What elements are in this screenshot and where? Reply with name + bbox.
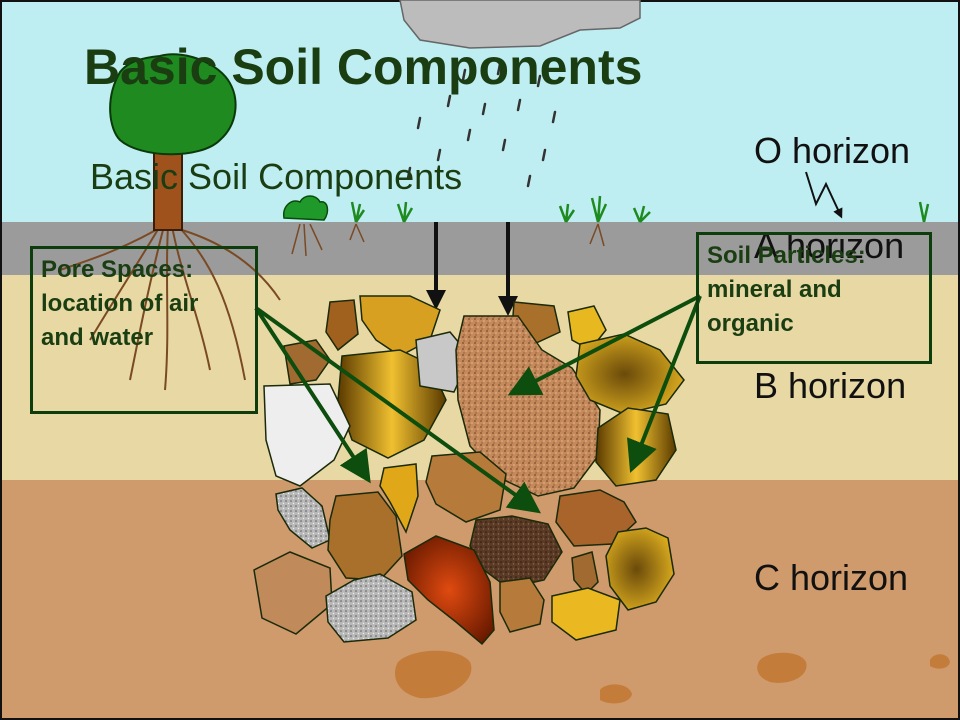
cloud-icon — [399, 0, 641, 49]
tree-icon — [109, 53, 237, 156]
rain-drops — [406, 60, 557, 188]
callout-soil-particles: Soil Particles: mineral and organic — [696, 232, 932, 364]
callout-arrows — [254, 294, 702, 514]
a-horizon-label: A horizon — [754, 225, 904, 266]
o-horizon-pointer — [805, 171, 843, 219]
o-horizon-label: O horizon — [754, 130, 910, 171]
c-horizon-label: C horizon — [754, 557, 908, 598]
arrow-pore-2 — [254, 306, 541, 514]
page-title: Basic Soil Components — [84, 39, 643, 95]
callout-pore-spaces: Pore Spaces: location of air and water — [30, 246, 258, 414]
page-subtitle: Basic Soil Components — [90, 156, 463, 197]
arrow-pore-1 — [254, 306, 371, 484]
arrow-particle-2 — [626, 295, 702, 473]
grass-roots — [291, 223, 605, 257]
arrow-particle-1 — [507, 294, 701, 396]
soil-particles — [253, 295, 685, 646]
shrub-icon — [283, 195, 329, 221]
c-horizon-pebbles — [394, 650, 950, 704]
grass-tufts — [350, 195, 930, 223]
b-horizon-label: B horizon — [754, 365, 906, 406]
tree-roots — [59, 225, 281, 391]
